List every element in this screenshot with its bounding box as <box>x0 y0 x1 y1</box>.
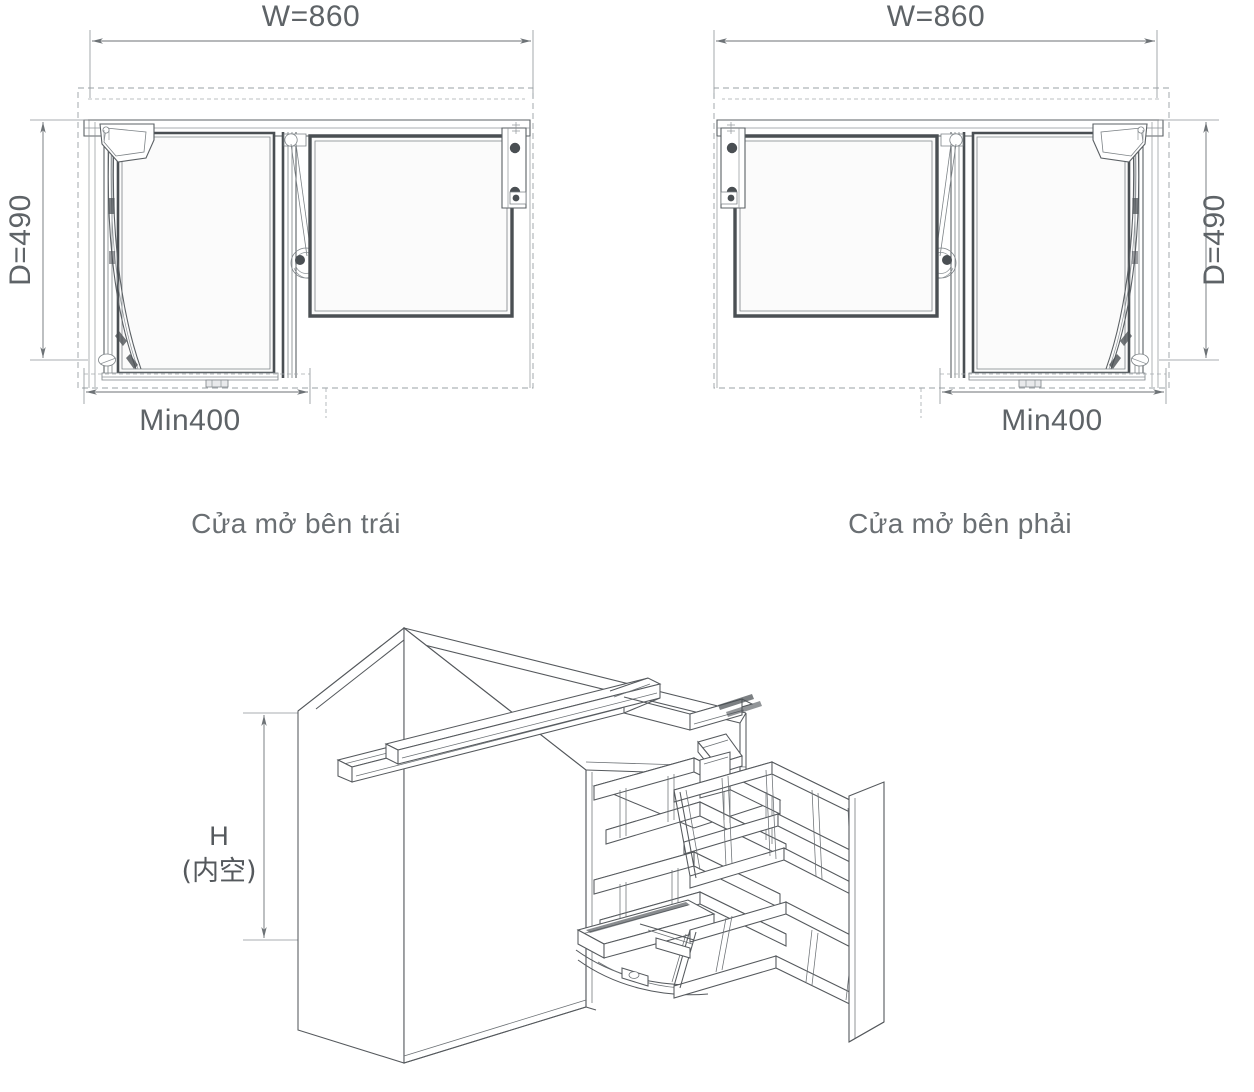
depth-dimension-right <box>1159 119 1219 361</box>
width-dimension-left <box>89 30 534 98</box>
caption-left: Cửa mở bên trái <box>191 508 401 539</box>
width-label-left: W=860 <box>262 0 360 33</box>
plan-view-left: W=860 D=490 Min400 Cửa mở bên trái <box>4 0 535 539</box>
depth-label-right: D=490 <box>1198 194 1231 286</box>
plan-view-right: W=860 D=490 Min400 Cửa mở bên phải <box>712 0 1231 539</box>
min-dimension-left <box>83 368 311 404</box>
height-dimension <box>243 712 300 941</box>
height-sub-label: (内空) <box>181 856 256 887</box>
width-dimension-right <box>713 30 1158 98</box>
depth-label-left: D=490 <box>4 194 37 286</box>
depth-dimension-left <box>30 119 88 361</box>
min-label-left: Min400 <box>139 404 240 437</box>
min-label-right: Min400 <box>1001 404 1102 437</box>
isometric-view: H (内空) <box>181 626 885 1064</box>
width-label-right: W=860 <box>887 0 985 33</box>
height-label: H <box>209 821 229 851</box>
caption-right: Cửa mở bên phải <box>848 508 1072 539</box>
min-dimension-right <box>939 368 1167 404</box>
